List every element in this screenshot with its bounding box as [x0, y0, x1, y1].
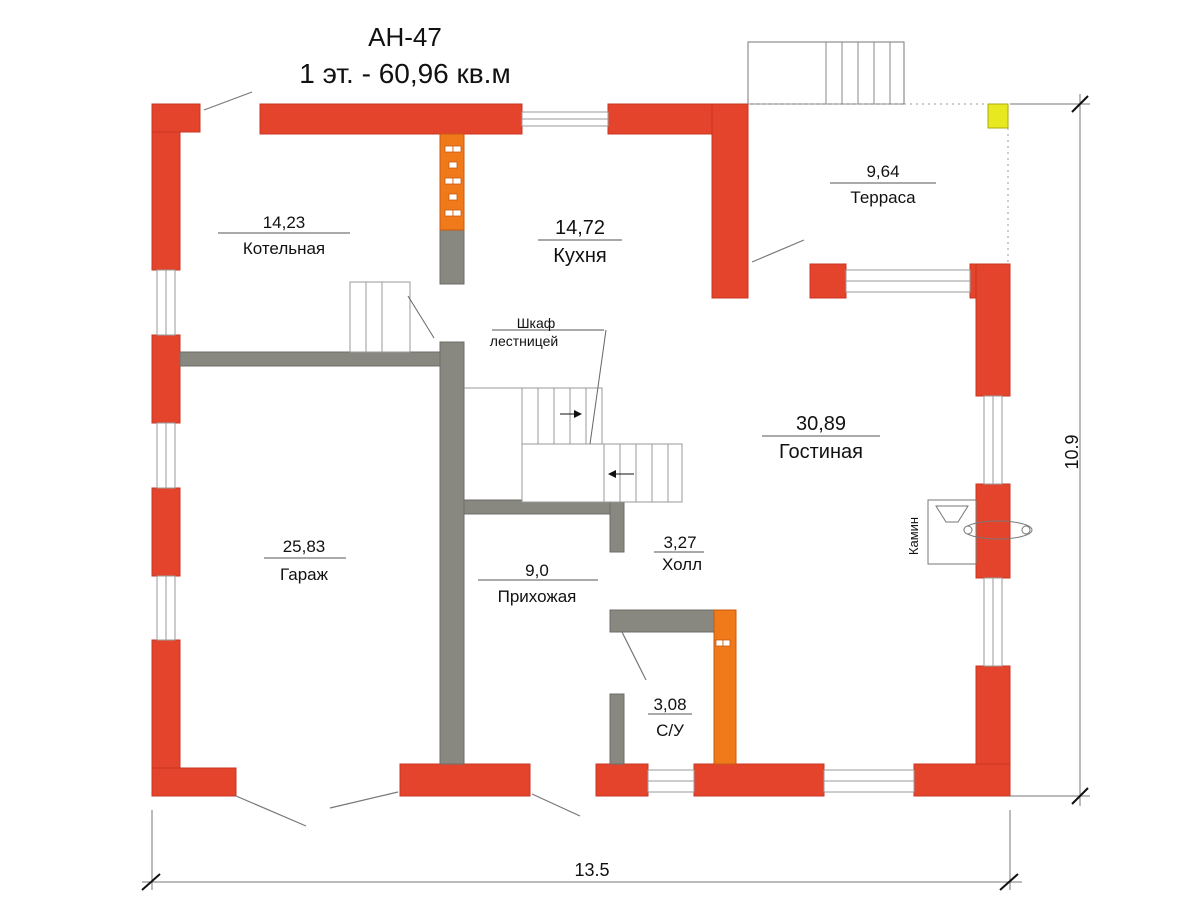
boiler-room-area: 14,23	[263, 213, 306, 232]
door-swings	[203, 91, 805, 827]
depth-dimension: 10.9	[1062, 434, 1082, 469]
dimension-lines	[141, 94, 1090, 891]
fireplace-label: Камин	[906, 517, 921, 555]
terrace-area: 9,64	[866, 162, 899, 181]
floor-area-title: 1 эт. - 60,96 кв.м	[299, 58, 511, 89]
closet-label-line1: Шкаф	[517, 315, 556, 331]
living-room-area: 30,89	[796, 413, 846, 435]
hall-name: Холл	[662, 555, 702, 574]
wc-name: С/У	[656, 721, 684, 740]
terrace-name: Терраса	[850, 188, 916, 207]
stairs	[349, 281, 683, 503]
living-room-name: Гостиная	[779, 441, 863, 463]
terrace	[747, 41, 1009, 264]
garage-area: 25,83	[283, 537, 326, 556]
entrance-area: 9,0	[525, 561, 549, 580]
hall-area: 3,27	[663, 533, 696, 552]
project-code: АН-47	[368, 22, 442, 52]
width-dimension: 13.5	[574, 860, 609, 880]
wc-area: 3,08	[653, 695, 686, 714]
kitchen-name: Кухня	[553, 245, 607, 267]
chimney	[439, 133, 737, 765]
garage-name: Гараж	[280, 565, 329, 584]
entrance-name: Прихожая	[498, 587, 577, 606]
windows	[156, 111, 1003, 793]
closet-label-line2: лестницей	[490, 333, 558, 349]
boiler-room-name: Котельная	[243, 239, 325, 258]
kitchen-area: 14,72	[555, 217, 605, 239]
room-underlines	[218, 182, 936, 715]
fireplace	[927, 499, 1033, 565]
